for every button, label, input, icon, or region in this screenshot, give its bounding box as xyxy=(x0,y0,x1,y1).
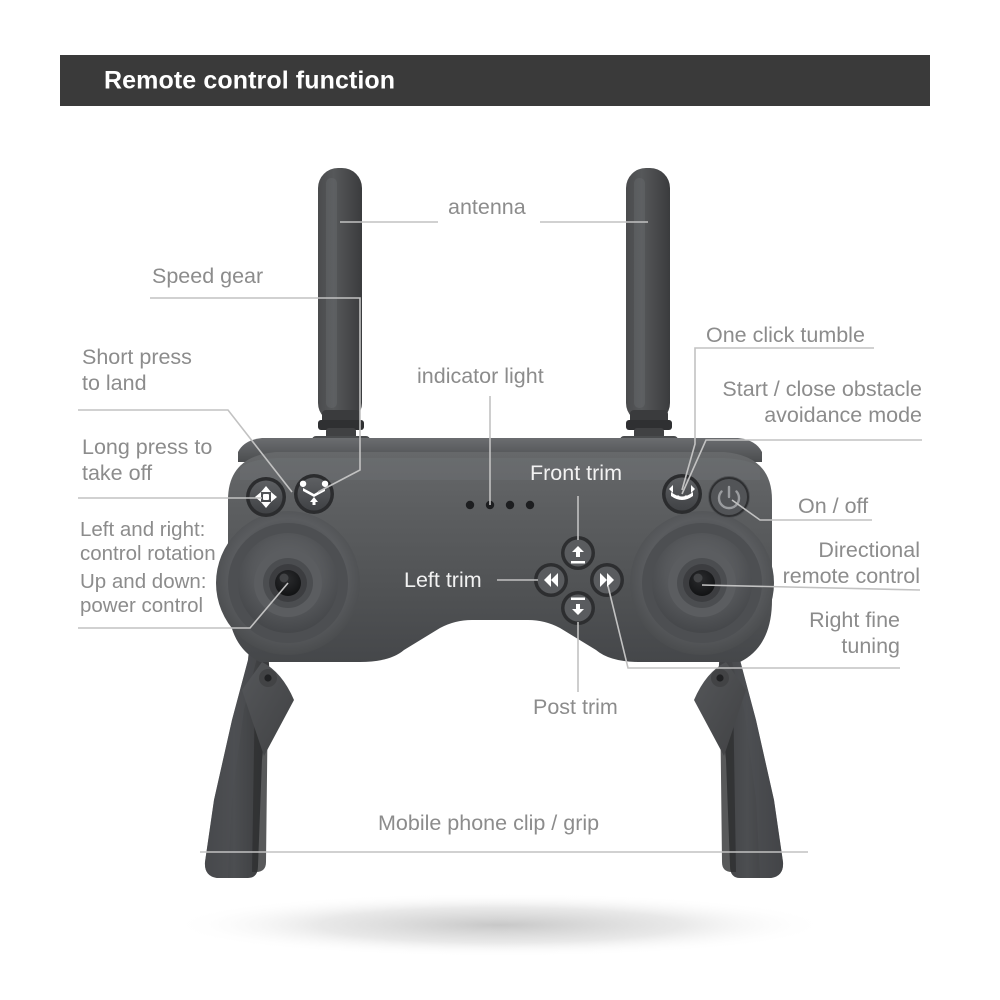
speed-gear-button[interactable] xyxy=(246,477,286,517)
callout-up-down-power-control: Up and down: power control xyxy=(80,570,207,617)
callout-long-press-to-take-off: Long press to take off xyxy=(82,435,213,485)
leader-speed-gear xyxy=(150,297,361,493)
leader-on-off xyxy=(731,499,872,521)
callout-speed-gear: Speed gear xyxy=(152,264,264,288)
leader-right-fine-tuning xyxy=(607,585,900,669)
callout-obstacle-avoidance: Start / close obstacle avoidance mode xyxy=(722,377,922,427)
right-trim-button[interactable] xyxy=(590,563,624,597)
header-bar: Remote control function xyxy=(60,55,930,106)
post-trim-button[interactable] xyxy=(561,591,595,625)
takeoff-land-button[interactable] xyxy=(294,474,334,514)
left-trim-button[interactable] xyxy=(534,563,568,597)
callout-post-trim: Post trim xyxy=(533,695,618,719)
power-button[interactable] xyxy=(708,476,750,518)
leader-lines xyxy=(78,221,922,853)
callout-right-fine-tuning: Right fine tuning xyxy=(809,608,900,658)
front-trim-button[interactable] xyxy=(561,536,595,570)
phone-clip-right xyxy=(694,640,784,878)
callout-one-click-tumble: One click tumble xyxy=(706,323,865,347)
callout-front-trim: Front trim xyxy=(530,461,622,485)
leader-one-click-tumble xyxy=(681,347,874,491)
callout-left-right-control-rotation: Left and right: control rotation xyxy=(80,518,216,565)
leader-power-control xyxy=(78,582,289,629)
leader-press-land xyxy=(78,409,293,493)
callout-left-trim: Left trim xyxy=(404,568,482,592)
leader-directional-remote xyxy=(701,584,921,591)
ground-shadow xyxy=(170,893,830,957)
callout-directional-remote-control: Directional remote control xyxy=(782,538,920,588)
callout-antenna: antenna xyxy=(448,195,526,219)
antenna-left xyxy=(312,168,370,448)
callout-on-off: On / off xyxy=(798,494,869,518)
right-joystick[interactable] xyxy=(630,511,774,655)
callout-indicator-light: indicator light xyxy=(417,364,544,388)
callout-short-press-to-land: Short press to land xyxy=(82,345,192,395)
phone-clip-left xyxy=(204,640,294,878)
leader-obstacle-avoidance xyxy=(681,439,922,495)
page-title: Remote control function xyxy=(104,66,396,94)
callout-mobile-phone-clip-grip: Mobile phone clip / grip xyxy=(378,811,600,835)
